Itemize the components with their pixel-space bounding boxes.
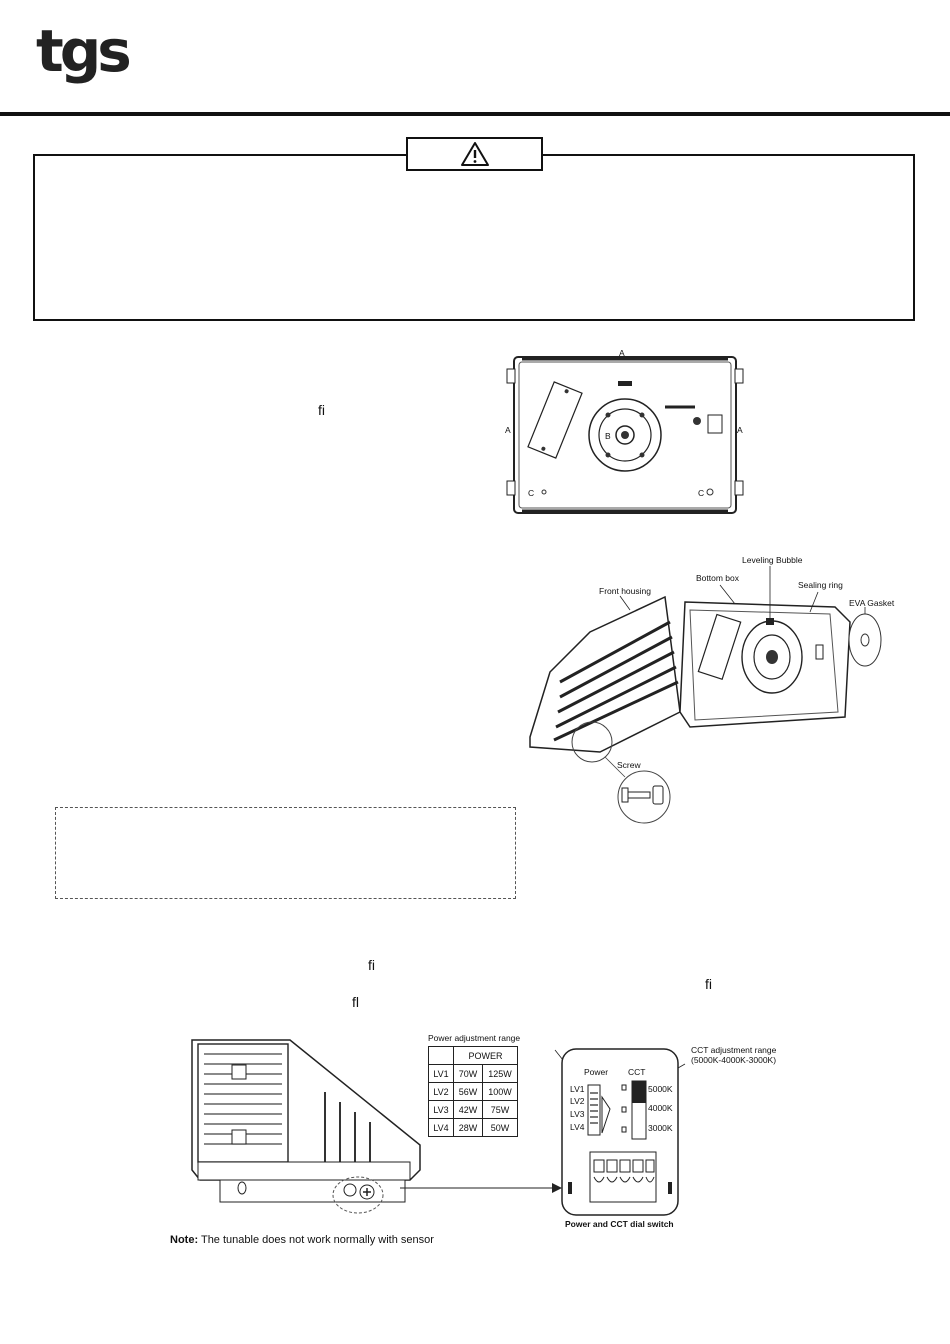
table-cell: 125W: [482, 1064, 518, 1083]
label-leveling-bubble: Leveling Bubble: [742, 555, 803, 565]
warning-tab: [406, 137, 543, 171]
stray-glyph: ﬁ: [705, 976, 712, 992]
power-table-header: POWER: [453, 1046, 518, 1065]
table-cell: LV4: [428, 1118, 454, 1137]
label-bottom-box: Bottom box: [696, 573, 739, 583]
switch-panel-drawing: [561, 1048, 679, 1216]
switch-panel: Power CCT LV1 LV2 LV3 LV4 5000K 4000K 30…: [560, 1047, 680, 1217]
label-a-top: A: [619, 348, 625, 358]
header-rule: [0, 112, 950, 116]
switch-level-label: LV2: [570, 1096, 585, 1106]
cct-caption-line-2: (5000K-4000K-3000K): [691, 1055, 777, 1065]
label-c-left: C: [528, 488, 535, 498]
power-table-corner: [428, 1046, 454, 1065]
table-cell: 28W: [453, 1118, 483, 1137]
cct-caption-line-1: CCT adjustment range: [691, 1045, 777, 1055]
note-line: Note: The tunable does not work normally…: [170, 1234, 434, 1246]
table-row: LV3 42W 75W: [428, 1100, 518, 1119]
open-fixture-drawing: [529, 566, 882, 824]
label-b: B: [605, 431, 611, 441]
power-table: POWER LV1 70W 125W LV2 56W 100W LV3 42W …: [428, 1046, 518, 1137]
switch-level-label: LV1: [570, 1084, 585, 1094]
table-cell: 50W: [482, 1118, 518, 1137]
power-table-block: Power adjustment range POWER LV1 70W 125…: [428, 1033, 520, 1137]
note-text: The tunable does not work normally with …: [200, 1234, 434, 1246]
switch-level-label: LV3: [570, 1109, 585, 1119]
back-plate-figure: A A A B C C: [500, 345, 750, 520]
table-cell: 75W: [482, 1100, 518, 1119]
table-cell: 70W: [453, 1064, 483, 1083]
fixture-exterior-drawing: [191, 1039, 421, 1214]
table-cell: LV3: [428, 1100, 454, 1119]
label-eva-gasket: EVA Gasket: [849, 598, 895, 608]
table-cell: 100W: [482, 1082, 518, 1101]
switch-cct-label: CCT: [628, 1067, 646, 1077]
switch-cct-value: 3000K: [648, 1123, 673, 1133]
label-a-left: A: [505, 425, 511, 435]
table-cell: 56W: [453, 1082, 483, 1101]
warning-box: [33, 154, 915, 321]
label-a-right: A: [737, 425, 743, 435]
switch-level-label: LV4: [570, 1122, 585, 1132]
switch-panel-title: Power and CCT dial switch: [565, 1219, 674, 1229]
fixture-exterior-figure: [180, 1030, 440, 1215]
switch-cct-value: 5000K: [648, 1084, 673, 1094]
label-sealing-ring: Sealing ring: [798, 580, 843, 590]
stray-glyph: ﬁ: [368, 957, 375, 973]
back-plate-drawing: [506, 356, 744, 514]
stray-glyph: ﬂ: [352, 994, 359, 1010]
label-screw: Screw: [617, 760, 641, 770]
stray-glyph: ﬁ: [318, 402, 325, 418]
table-row: LV1 70W 125W: [428, 1064, 518, 1083]
note-label: Note:: [170, 1234, 199, 1246]
table-cell: LV1: [428, 1064, 454, 1083]
brand-logo: tgs: [36, 17, 132, 85]
dashed-note-box: [55, 807, 516, 899]
table-row: LV4 28W 50W: [428, 1118, 518, 1137]
warning-triangle-icon: [460, 142, 489, 166]
switch-power-label: Power: [584, 1067, 609, 1077]
table-row: LV2 56W 100W: [428, 1082, 518, 1101]
label-front-housing: Front housing: [599, 586, 651, 596]
open-fixture-figure: Leveling Bubble Bottom box Front housing…: [520, 552, 900, 832]
switch-cct-value: 4000K: [648, 1103, 673, 1113]
label-c-right: C: [698, 488, 705, 498]
table-cell: 42W: [453, 1100, 483, 1119]
table-cell: LV2: [428, 1082, 454, 1101]
power-table-caption: Power adjustment range: [428, 1033, 521, 1043]
